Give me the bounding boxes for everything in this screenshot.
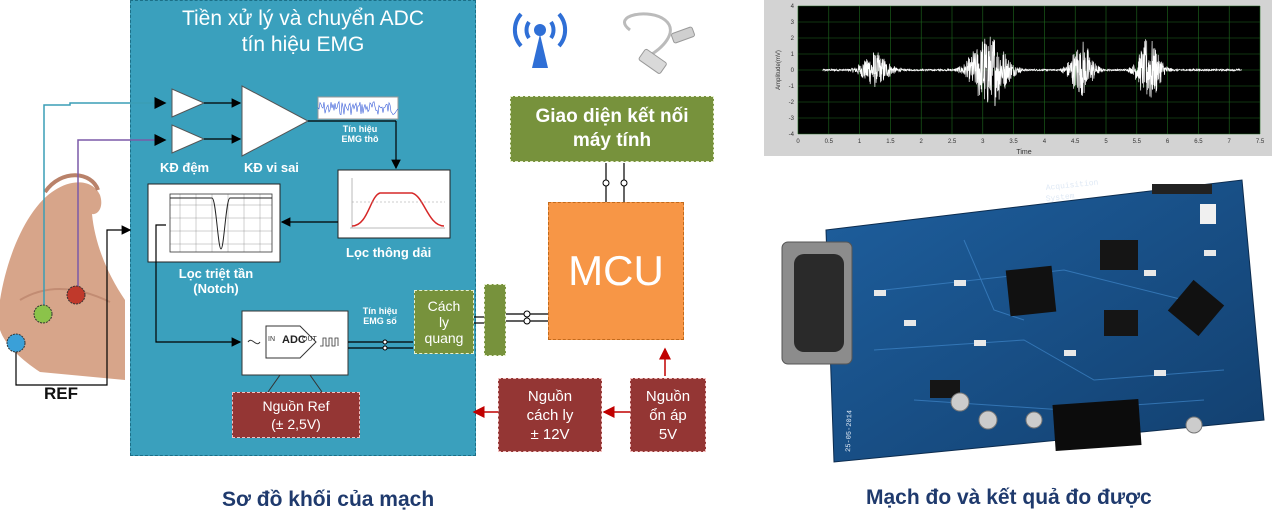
y-tick-label: -4 <box>789 132 795 138</box>
pcb-photo: Acquisition System 25-05-2014 <box>781 178 1265 463</box>
x-tick-label: 1 <box>858 139 862 145</box>
optical-isolator-block: Cách ly quang <box>414 290 474 354</box>
x-tick-label: 7 <box>1228 139 1232 145</box>
x-tick-label: 4 <box>1043 139 1047 145</box>
pcb-text-date: 25-05-2014 <box>845 410 854 452</box>
raw-signal-label: Tín hiệu EMG thô <box>341 124 379 144</box>
x-tick-label: 6.5 <box>1194 139 1203 145</box>
notch-label: Lọc triệt tần (Notch) <box>178 266 254 296</box>
x-tick-label: 0 <box>796 139 800 145</box>
arm-illustration <box>0 173 125 380</box>
y-tick-label: 4 <box>791 4 795 10</box>
x-tick-label: 6 <box>1166 139 1170 145</box>
ref-source-block: Nguồn Ref (± 2,5V) <box>232 392 360 438</box>
results-caption: Mạch đo và kết quả đo được <box>866 486 1152 509</box>
adc-label: ADC <box>282 334 306 346</box>
x-tick-label: 5 <box>1104 139 1108 145</box>
y-tick-label: 2 <box>791 36 795 42</box>
connector-block <box>484 284 506 356</box>
buffer-amp-label: KĐ đệm <box>160 160 210 175</box>
y-tick-label: -2 <box>789 100 795 106</box>
y-tick-label: 3 <box>791 20 795 26</box>
digital-signal-label: Tín hiệu EMG số <box>362 306 398 326</box>
y-tick-label: 0 <box>791 68 795 74</box>
bandpass-label: Lọc thông dải <box>346 245 432 260</box>
x-tick-label: 7.5 <box>1256 139 1265 145</box>
adc-in-label: IN <box>268 336 275 343</box>
block-diagram-caption: Sơ đồ khối của mạch <box>222 488 435 511</box>
usb-cable-icon <box>623 12 695 74</box>
emg-series-line <box>822 36 1242 107</box>
wifi-icon <box>512 12 568 68</box>
x-axis-label: Time <box>1016 149 1031 156</box>
y-tick-label: -3 <box>789 116 795 122</box>
x-tick-label: 4.5 <box>1071 139 1080 145</box>
x-tick-label: 0.5 <box>825 139 834 145</box>
x-tick-label: 2.5 <box>948 139 957 145</box>
diff-amp-label: KĐ vi sai <box>244 160 299 175</box>
adc-out-label: OUT <box>302 336 317 343</box>
x-tick-label: 3 <box>981 139 985 145</box>
y-axis-label: Amplitude(mV) <box>776 50 782 90</box>
x-tick-label: 3.5 <box>1009 139 1018 145</box>
pcb-text-acquisition: Acquisition <box>1045 178 1099 192</box>
x-tick-label: 2 <box>920 139 924 145</box>
y-tick-label: 1 <box>791 52 795 58</box>
regulator-block: Nguồn ổn áp 5V <box>630 378 706 452</box>
mcu-block: MCU <box>548 202 684 340</box>
x-tick-label: 1.5 <box>886 139 895 145</box>
isolated-power-block: Nguồn cách ly ± 12V <box>498 378 602 452</box>
pc-interface-block: Giao diện kết nối máy tính <box>510 96 714 162</box>
x-tick-label: 5.5 <box>1133 139 1142 145</box>
y-tick-label: -1 <box>789 84 795 90</box>
emg-chart: 0 0.5 1 1.5 2 2.5 3 3.5 4 4.5 5 5.5 6 6.5 7 7.5 4 3 2 1 0 -1 -… <box>776 4 1265 156</box>
pcb-text-system: System <box>1045 192 1075 204</box>
panel-title: Tiền xử lý và chuyển ADC tín hiệu EMG <box>181 7 425 56</box>
ref-label: REF <box>44 384 78 403</box>
